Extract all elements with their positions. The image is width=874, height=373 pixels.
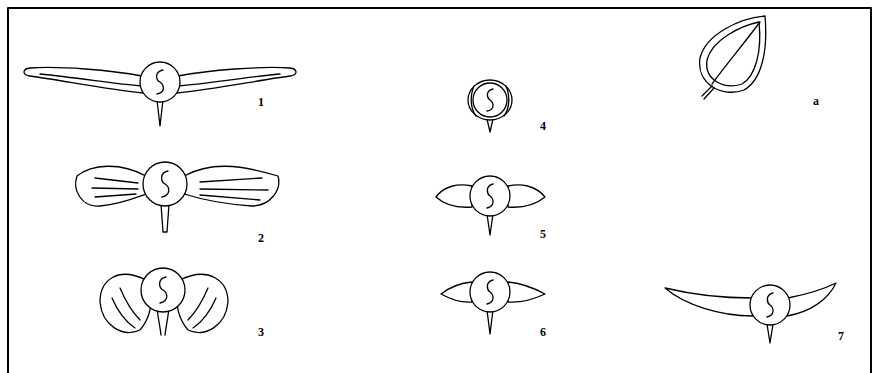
callout-number: 4: [540, 120, 546, 132]
fruit-a: [700, 16, 766, 99]
callout-number: a: [813, 95, 819, 107]
callout-number: 7: [838, 330, 844, 342]
winged-fruit-6: [441, 272, 545, 334]
callout-number: 3: [258, 326, 264, 338]
callout-number: 2: [258, 232, 264, 244]
winged-fruit-3: [100, 268, 228, 335]
callout-number: 5: [540, 228, 546, 240]
callout-number: 6: [540, 326, 546, 338]
callout-number: 1: [258, 96, 264, 108]
winged-fruit-1: [24, 62, 296, 126]
winged-fruit-4: [468, 80, 512, 132]
winged-fruit-7: [665, 283, 836, 343]
winged-fruit-2: [76, 162, 279, 232]
winged-fruit-5: [436, 176, 545, 235]
